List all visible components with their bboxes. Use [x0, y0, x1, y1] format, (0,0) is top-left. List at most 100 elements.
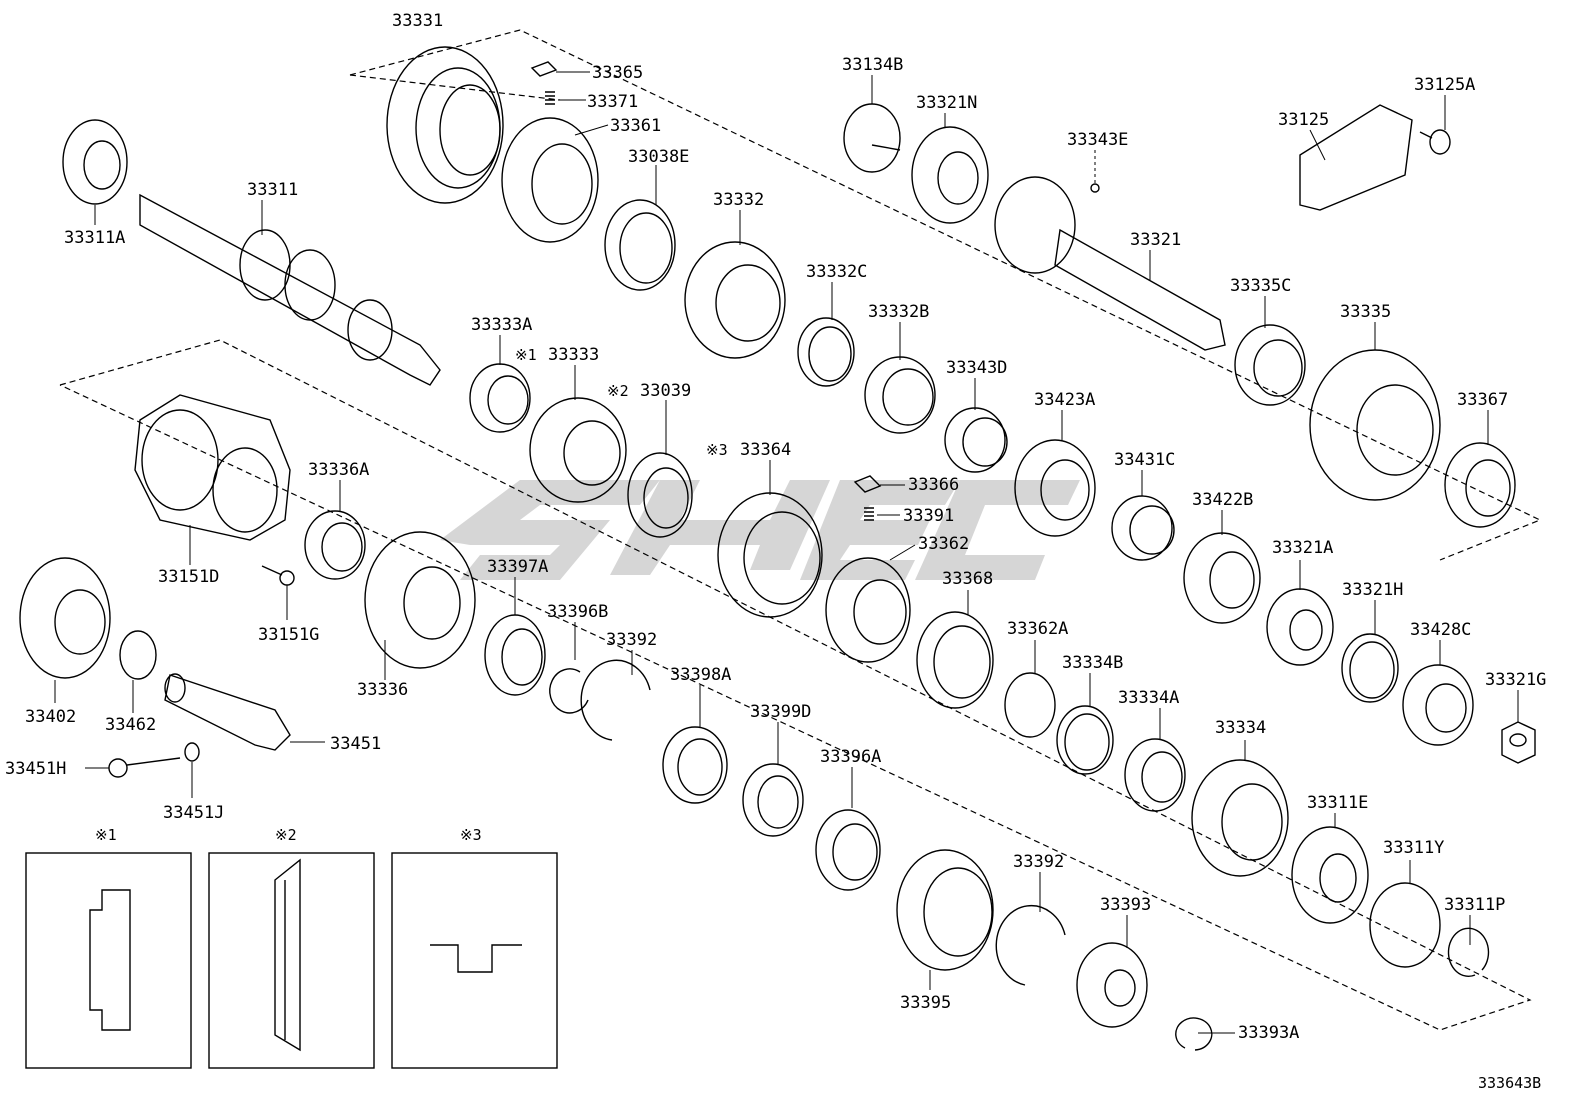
label-33321G: 33321G	[1485, 670, 1546, 690]
label-33399D: 33399D	[750, 702, 811, 722]
part-33423A-gear	[1014, 410, 1096, 537]
label-33039: 33039	[640, 381, 691, 401]
label-33402: 33402	[25, 707, 76, 727]
part-33392-key-spring-lower	[995, 872, 1066, 986]
label-33366: 33366	[908, 475, 959, 495]
label-33134B: 33134B	[842, 55, 903, 75]
label-33125: 33125	[1278, 110, 1329, 130]
part-33039-synchro-ring	[627, 400, 693, 538]
part-33321G-nut	[1501, 690, 1536, 764]
part-33367-gear	[1444, 410, 1516, 528]
label-33393: 33393	[1100, 895, 1151, 915]
part-33336-gear	[364, 531, 476, 680]
part-33321-counter-shaft	[994, 176, 1226, 351]
label-33332: 33332	[713, 190, 764, 210]
inset-mark-2-ref: ※2	[607, 382, 629, 400]
label-33311E: 33311E	[1307, 793, 1368, 813]
part-33422B-gear	[1183, 510, 1261, 624]
part-33151G-screw	[261, 565, 295, 620]
label-33321N: 33321N	[916, 93, 977, 113]
label-33451: 33451	[330, 734, 381, 754]
part-labels: 33331 33365 33371 33361 33038E 33311A 33…	[5, 11, 1546, 1092]
label-33343E: 33343E	[1067, 130, 1128, 150]
label-33151G: 33151G	[258, 625, 319, 645]
label-33364: 33364	[740, 440, 791, 460]
label-33311: 33311	[247, 180, 298, 200]
inset-box-3	[391, 852, 558, 1069]
label-33311P: 33311P	[1444, 895, 1505, 915]
part-33334B-ring	[1056, 673, 1114, 775]
label-33362: 33362	[918, 534, 969, 554]
part-33332-gear	[684, 210, 786, 359]
part-33311-input-shaft	[139, 193, 441, 386]
label-33365: 33365	[592, 63, 643, 83]
part-33332B-needle-bearing	[864, 322, 936, 434]
part-33334A-needle-bearing	[1124, 708, 1186, 812]
label-33311Y: 33311Y	[1383, 838, 1444, 858]
part-33311Y-snap-ring	[1369, 860, 1441, 968]
label-33334: 33334	[1215, 718, 1266, 738]
inset-box-1	[25, 852, 192, 1069]
part-33311A-bearing	[62, 119, 128, 225]
part-33364-sleeve	[717, 460, 823, 618]
part-33334-gear	[1191, 740, 1289, 877]
label-33393A: 33393A	[1238, 1023, 1299, 1043]
label-33125A: 33125A	[1414, 75, 1475, 95]
part-33392-key-spring-upper	[580, 650, 651, 741]
label-33311A: 33311A	[64, 228, 125, 248]
part-33343E-ball	[1090, 150, 1100, 193]
part-33431C-bushing	[1111, 470, 1175, 561]
label-33396A: 33396A	[820, 747, 881, 767]
label-33428C: 33428C	[1410, 620, 1471, 640]
label-33321H: 33321H	[1342, 580, 1403, 600]
part-33396A-synchro-ring	[815, 767, 881, 891]
label-33392-lower: 33392	[1013, 852, 1064, 872]
part-33399D-ring	[742, 722, 804, 837]
part-33333A-needle-bearing	[469, 335, 531, 433]
label-33321A: 33321A	[1272, 538, 1333, 558]
label-33431C: 33431C	[1114, 450, 1175, 470]
part-33361-hub	[501, 117, 609, 243]
label-33335C: 33335C	[1230, 276, 1291, 296]
label-33422B: 33422B	[1192, 490, 1253, 510]
part-33343D-bushing	[944, 378, 1008, 473]
part-33451J-washer	[184, 742, 200, 798]
label-33334A: 33334A	[1118, 688, 1179, 708]
part-33391-spring	[864, 507, 900, 521]
label-33398A: 33398A	[670, 665, 731, 685]
part-33332C-ring	[797, 282, 855, 387]
part-33397A-synchro-ring	[484, 577, 546, 696]
label-33371: 33371	[587, 92, 638, 112]
inset-mark-3: ※3	[460, 826, 482, 844]
part-33428C-gear	[1402, 640, 1474, 746]
part-33331-gear	[386, 46, 504, 204]
label-33336: 33336	[357, 680, 408, 700]
label-33368: 33368	[942, 569, 993, 589]
part-33395-sleeve	[896, 849, 994, 990]
label-33397A: 33397A	[487, 557, 548, 577]
part-33368-synchro-ring	[916, 590, 994, 709]
inset-mark-3-ref: ※3	[706, 441, 728, 459]
part-33311P-snap-ring	[1447, 915, 1490, 978]
part-33038E-synchro-ring	[604, 165, 676, 291]
part-33336A-needle-bearing	[304, 480, 366, 580]
part-33396B-snap-ring	[549, 622, 589, 714]
part-33125A-bolt	[1419, 95, 1451, 155]
label-33343D: 33343D	[946, 358, 1007, 378]
part-33371-spring	[545, 91, 586, 105]
label-33332C: 33332C	[806, 262, 867, 282]
part-33362-hub	[825, 544, 916, 663]
label-33451H: 33451H	[5, 759, 66, 779]
part-33362A-ring	[1004, 640, 1056, 738]
label-33334B: 33334B	[1062, 653, 1123, 673]
inset-mark-1-ref: ※1	[515, 346, 537, 364]
watermark-logo	[440, 480, 1080, 580]
diagram-code: 333643B	[1478, 1074, 1541, 1092]
inset-mark-2: ※2	[275, 826, 297, 844]
label-33333A: 33333A	[471, 315, 532, 335]
part-33365-key	[530, 61, 590, 77]
label-33151D: 33151D	[158, 567, 219, 587]
label-33361: 33361	[610, 116, 661, 136]
part-33151D-bearing-retainer	[134, 394, 291, 565]
inset-mark-1: ※1	[95, 826, 117, 844]
